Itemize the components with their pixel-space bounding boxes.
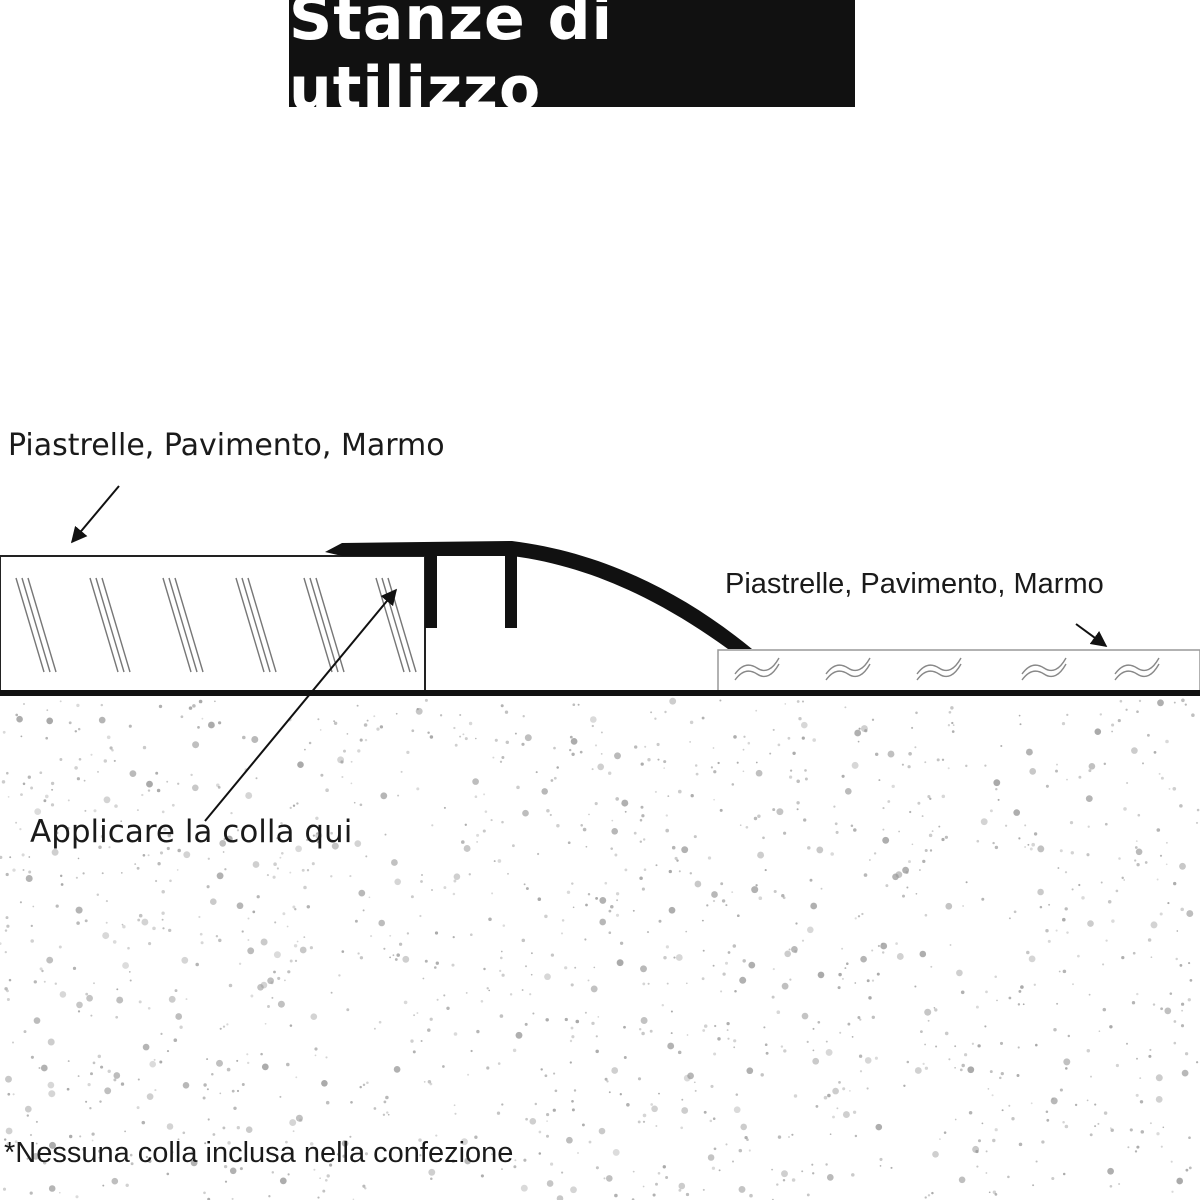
left-floor-label: Piastrelle, Pavimento, Marmo: [8, 428, 445, 463]
footnote: *Nessuna colla inclusa nella confezione: [4, 1137, 514, 1169]
right-floor-label: Piastrelle, Pavimento, Marmo: [725, 568, 1104, 600]
left-floor-arrow: [70, 485, 120, 544]
page-title: Stanze di utilizzo: [289, 0, 855, 124]
concrete-subfloor: [0, 697, 1200, 1200]
left-floor-board: [0, 555, 426, 693]
right-floor-board: [717, 649, 1200, 693]
right-floor-arrow: [1075, 623, 1108, 647]
glue-label: Applicare la colla qui: [30, 814, 353, 850]
glue-arrow: [204, 588, 398, 822]
transition-profile: [325, 541, 752, 649]
